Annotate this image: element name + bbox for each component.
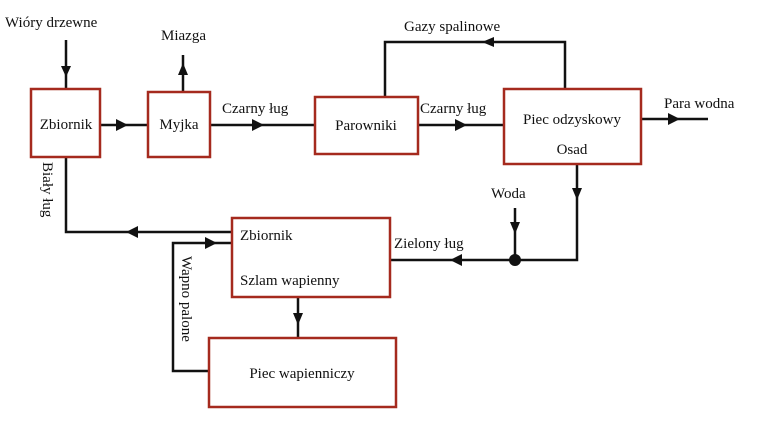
arrowheads [61, 37, 680, 325]
sludge-down-arrow [572, 188, 582, 200]
pulp-label: Miazga [161, 28, 206, 44]
tank2-label: Zbiornik [240, 228, 293, 244]
green-liquor-arrow [450, 254, 462, 266]
sludge-label: Osad [557, 142, 588, 158]
burnt-lime-arrow [205, 237, 217, 249]
tank-label: Zbiornik [40, 117, 93, 133]
process-boxes [29, 87, 643, 409]
recovery-furnace-box [502, 87, 643, 166]
white-liquor-arrow [126, 226, 138, 238]
washer-box [146, 90, 212, 159]
washer-label: Myjka [159, 117, 199, 133]
lime-kiln-label: Piec wapienniczy [249, 366, 355, 382]
black-liquor-label-2: Czarny ług [420, 101, 487, 117]
flue-gas-line [383, 40, 567, 97]
flue-gas-label: Gazy spalinowe [404, 19, 501, 35]
washer-to-evaporators-arrow [252, 119, 264, 131]
water-label: Woda [491, 186, 526, 202]
steam-label: Para wodna [664, 96, 735, 112]
lime-kiln-box [207, 336, 398, 409]
tank-to-washer-arrow [116, 119, 128, 131]
green-liquor-label: Zielony ług [394, 236, 464, 252]
wood-chips-arrow [61, 66, 71, 77]
tank-box [29, 87, 102, 159]
flue-gas-arrow [482, 37, 494, 47]
evaporators-label: Parowniki [335, 118, 397, 134]
steam-arrow [668, 113, 680, 125]
white-liquor-line [64, 157, 232, 234]
flow-labels: Wióry drzewne Miazga Czarny ług Czarny ł… [5, 15, 735, 342]
evaporators-box [313, 95, 420, 156]
evaporators-to-recovery-arrow [455, 119, 467, 131]
recovery-furnace-label: Piec odzyskowy [523, 112, 621, 128]
node-labels: Zbiornik Myjka Parowniki Piec odzyskowy … [40, 112, 622, 382]
burnt-lime-line [171, 241, 232, 373]
water-arrow [510, 222, 520, 234]
lime-sludge-label: Szlam wapienny [240, 273, 340, 289]
burnt-lime-label: Wapno palone [178, 256, 194, 342]
wood-chips-label: Wióry drzewne [5, 15, 98, 31]
tank2-to-kiln-arrow [293, 313, 303, 325]
white-liquor-label: Biały ług [39, 162, 55, 218]
black-liquor-label-1: Czarny ług [222, 101, 289, 117]
pulp-arrow [178, 63, 188, 75]
water-junction-dot [509, 254, 521, 266]
tank2-box [230, 216, 392, 299]
